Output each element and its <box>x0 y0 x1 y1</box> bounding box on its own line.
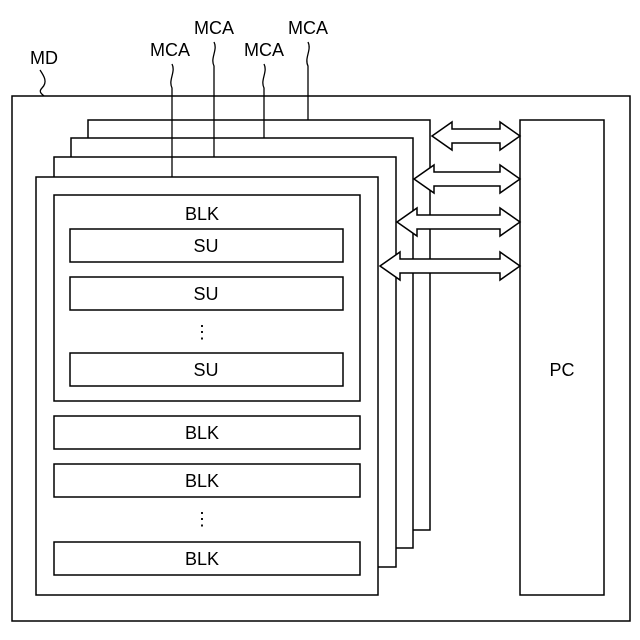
expanded-block-label: BLK <box>185 204 219 224</box>
mca-label-2: MCA <box>194 18 234 38</box>
block-2-label: BLK <box>185 423 219 443</box>
mca-label-3: MCA <box>244 40 284 60</box>
block-ellipsis: ⋮ <box>193 509 211 529</box>
md-label: MD <box>30 48 58 68</box>
md-leader-line <box>40 70 45 96</box>
peripheral-circuit <box>520 120 604 595</box>
peripheral-circuit-label: PC <box>549 360 574 380</box>
string-unit-1-label: SU <box>193 236 218 256</box>
string-unit-ellipsis: ⋮ <box>193 322 211 342</box>
block-last-label: BLK <box>185 549 219 569</box>
mca-label-1: MCA <box>150 40 190 60</box>
mca-label-4: MCA <box>288 18 328 38</box>
string-unit-2-label: SU <box>193 284 218 304</box>
block-3-label: BLK <box>185 471 219 491</box>
string-unit-last-label: SU <box>193 360 218 380</box>
